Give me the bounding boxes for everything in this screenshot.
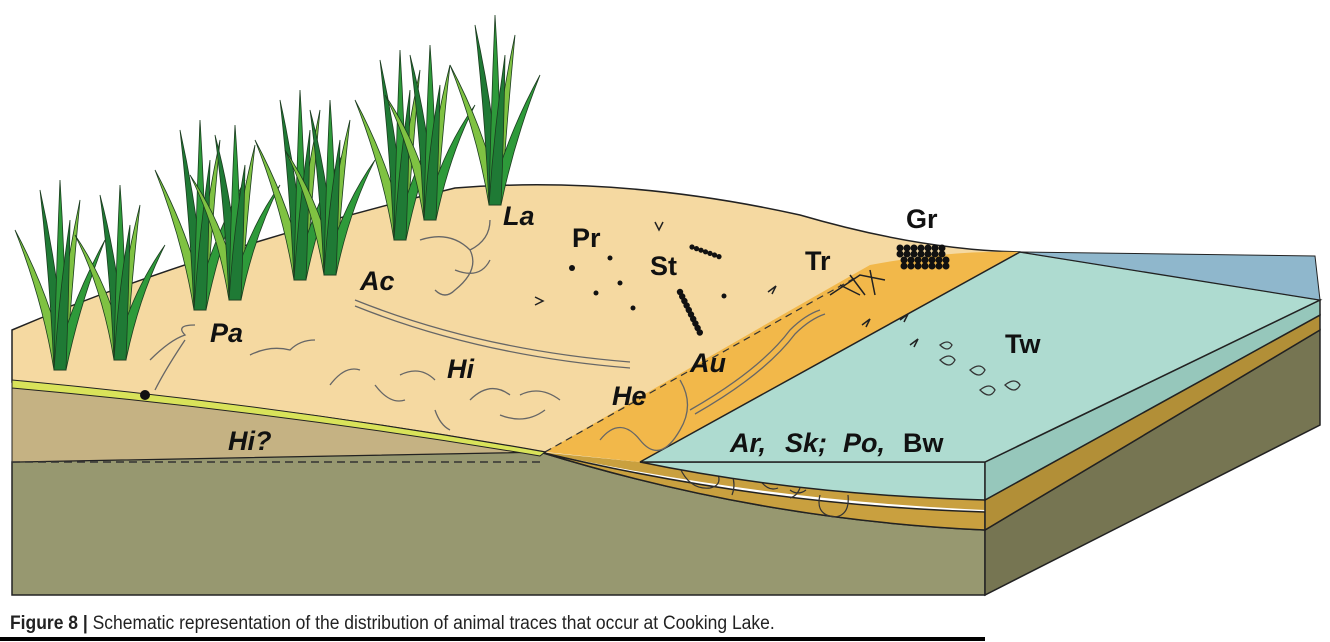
trace-bead [917,250,925,258]
trace-bead [924,250,932,258]
label-bw: Bw [903,428,944,458]
reed-grass-clumps [14,14,541,371]
grass-blade [293,129,311,281]
label-st: St [650,251,677,281]
trace-bead [698,247,704,253]
grass-clump [384,44,476,221]
burrow-opening [140,390,150,400]
trace-bead [907,262,915,270]
label-ar: Ar, [729,428,766,458]
trace-bead [702,249,709,255]
label-pr: Pr [572,223,601,253]
grass-blade [53,219,71,371]
grass-blade [193,159,211,311]
label-pa: Pa [210,318,243,348]
grass-clump [284,99,376,276]
caption-text: Schematic representation of the distribu… [92,613,775,634]
figure-caption: Figure 8 | Schematic representation of t… [10,613,775,635]
grass-blade [393,89,411,241]
grass-blade [228,164,246,301]
grass-clump [189,124,281,301]
label-sk: Sk; [785,428,827,458]
trace-bead [917,244,925,252]
grass-clump [449,14,541,206]
trace-bead [938,244,946,252]
trace-bead [896,244,904,252]
label-po: Po, [843,428,885,458]
grass-clump [74,184,166,361]
label-ac: Ac [359,266,395,296]
trace-bead [900,256,908,264]
trace-bead [903,250,911,258]
label-au: Au [689,348,726,378]
trace-bead [928,256,936,264]
bead-trail-traces [676,244,950,336]
trace-bead [914,262,922,270]
trace-bead [693,246,700,252]
label-la: La [503,201,535,231]
trace-bead [931,250,939,258]
trace-bead [900,262,908,270]
caption-rule [0,637,985,641]
wet-sand-band [545,251,1020,462]
grass-blade [488,54,506,206]
surface-traces [149,219,826,451]
water-front-face [639,461,986,501]
trace-bead [942,262,950,270]
grass-blade [323,139,341,276]
trace-dots [569,255,727,311]
trace-bead [711,252,718,258]
caption-label: Figure 8 [10,613,78,634]
arthropod-tracks [534,221,919,348]
trace-bead [716,254,722,260]
caption-separator: | [82,613,88,634]
label-he: He [612,381,647,411]
trace-bead [931,244,939,252]
trace-bead [935,262,943,270]
trace-bead [910,250,918,258]
bird-footprints [939,341,1021,396]
label-hi: Hi [447,354,474,384]
trace-bead [689,244,695,250]
trace-bead [921,262,929,270]
animal-trace-block-diagram: La Pr St Gr Tr Ac Pa Hi Hi? He Au Tw Ar,… [11,14,1323,597]
trace-bead [921,256,929,264]
trace-bead [938,250,946,258]
label-gr: Gr [906,204,938,234]
trace-bead [696,329,703,336]
trace-bead [907,256,915,264]
label-hi-question: Hi? [228,426,272,456]
deep-water-surface [1019,251,1321,301]
shoreline-dashed [544,274,861,453]
grass-blade [423,84,441,221]
label-tw: Tw [1005,329,1041,359]
trace-bead [903,244,911,252]
grass-blade [113,224,131,361]
trace-bead [910,244,918,252]
trace-bead [924,244,932,252]
trace-bead [928,262,936,270]
trace-bead [707,250,713,256]
trace-bead [896,250,904,258]
label-tr: Tr [805,246,831,276]
trace-bead [935,256,943,264]
trace-bead [914,256,922,264]
trace-bead [942,256,950,264]
